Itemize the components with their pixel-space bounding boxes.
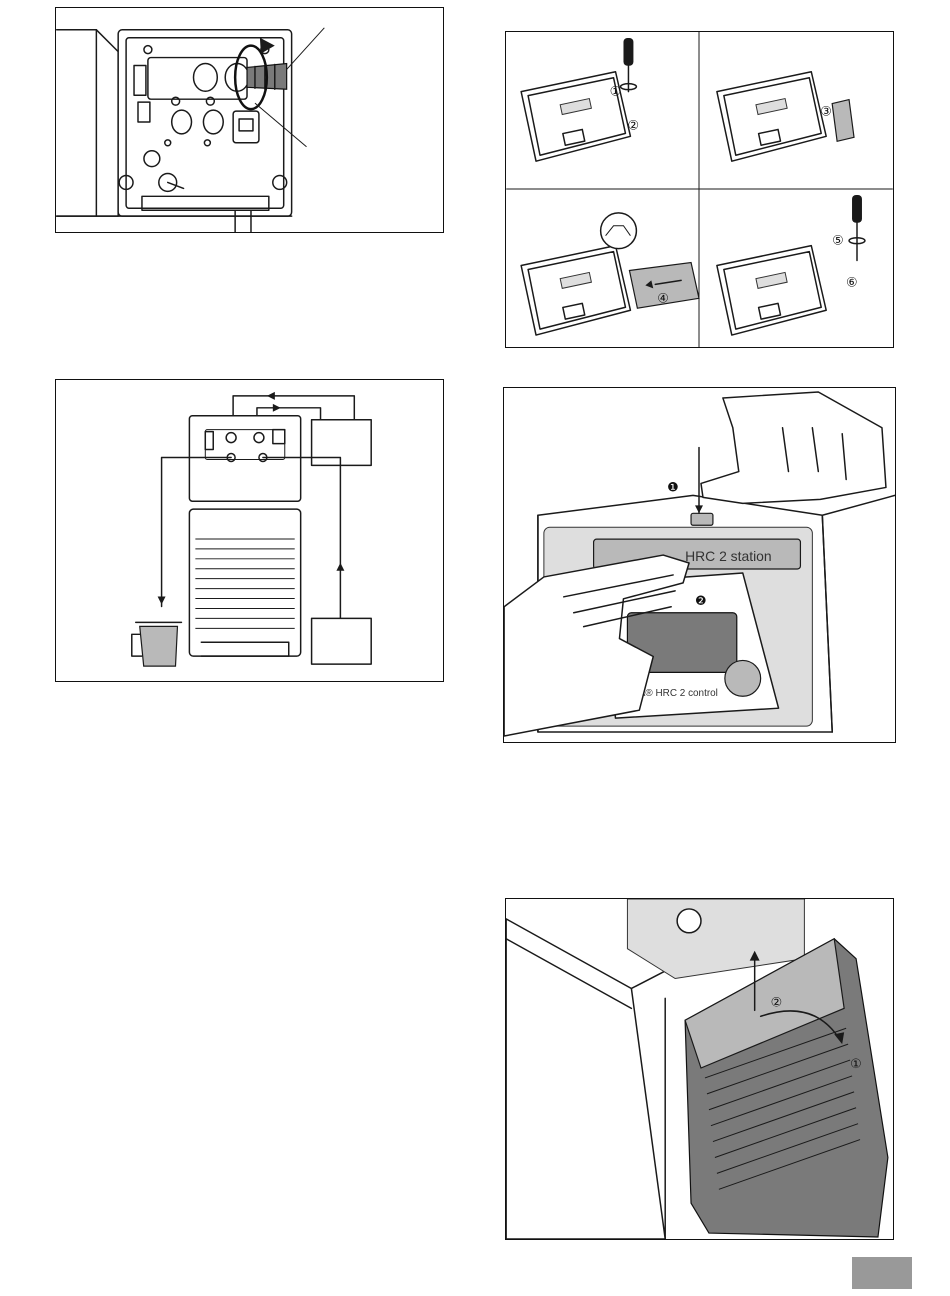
step-3-label: ③ <box>820 104 832 119</box>
step-1-label: ① <box>610 85 622 100</box>
step-6-label: ⑥ <box>846 275 858 290</box>
battery-panel-1: ① ② <box>521 38 639 161</box>
battery-panel-3: ④ <box>521 213 699 335</box>
figure-flow-diagram <box>55 379 444 682</box>
station-label: HRC 2 station <box>685 548 772 564</box>
step-1-marker: ❶ <box>667 480 679 495</box>
figure-hose-connection <box>55 7 444 233</box>
step-4-label: ④ <box>657 291 669 306</box>
step-5-label: ⑤ <box>832 234 844 249</box>
battery-replacement-illustration: ① ② ③ ④ <box>506 32 893 347</box>
flow-diagram-illustration <box>56 380 443 681</box>
figure-remote-station: HRC 2 station IKA® HRC 2 control ❶ ❷ <box>503 387 896 743</box>
hose-connection-illustration <box>56 8 443 232</box>
step-2-marker: ❷ <box>695 594 707 609</box>
battery-panel-4: ⑤ ⑥ <box>717 195 865 335</box>
cover-step-1: ① <box>850 1057 862 1072</box>
side-cover-illustration: ② ① <box>506 899 893 1239</box>
step-2-label: ② <box>627 118 639 133</box>
figure-side-cover: ② ① <box>505 898 894 1240</box>
remote-station-illustration: HRC 2 station IKA® HRC 2 control ❶ ❷ <box>504 388 895 742</box>
page-number-tab <box>852 1257 912 1289</box>
cover-step-2: ② <box>771 995 783 1010</box>
battery-panel-2: ③ <box>717 72 854 161</box>
figure-battery-replacement: ① ② ③ ④ <box>505 31 894 348</box>
measuring-jug <box>132 622 182 666</box>
